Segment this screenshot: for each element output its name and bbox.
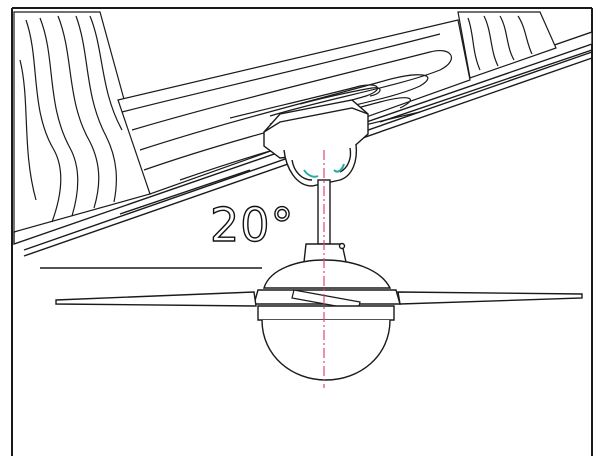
canopy-mount <box>263 99 369 187</box>
ball-joint-accent <box>303 163 345 178</box>
wooden-beam-left <box>13 11 151 233</box>
fan-blade-left <box>55 291 257 307</box>
motor-housing <box>253 242 401 305</box>
wooden-beam-right <box>457 11 557 79</box>
fan-blade-right <box>397 291 583 305</box>
angle-label-20-degrees: 20° <box>209 198 295 252</box>
frame-border <box>11 7 593 456</box>
light-kit-bowl <box>257 305 395 381</box>
